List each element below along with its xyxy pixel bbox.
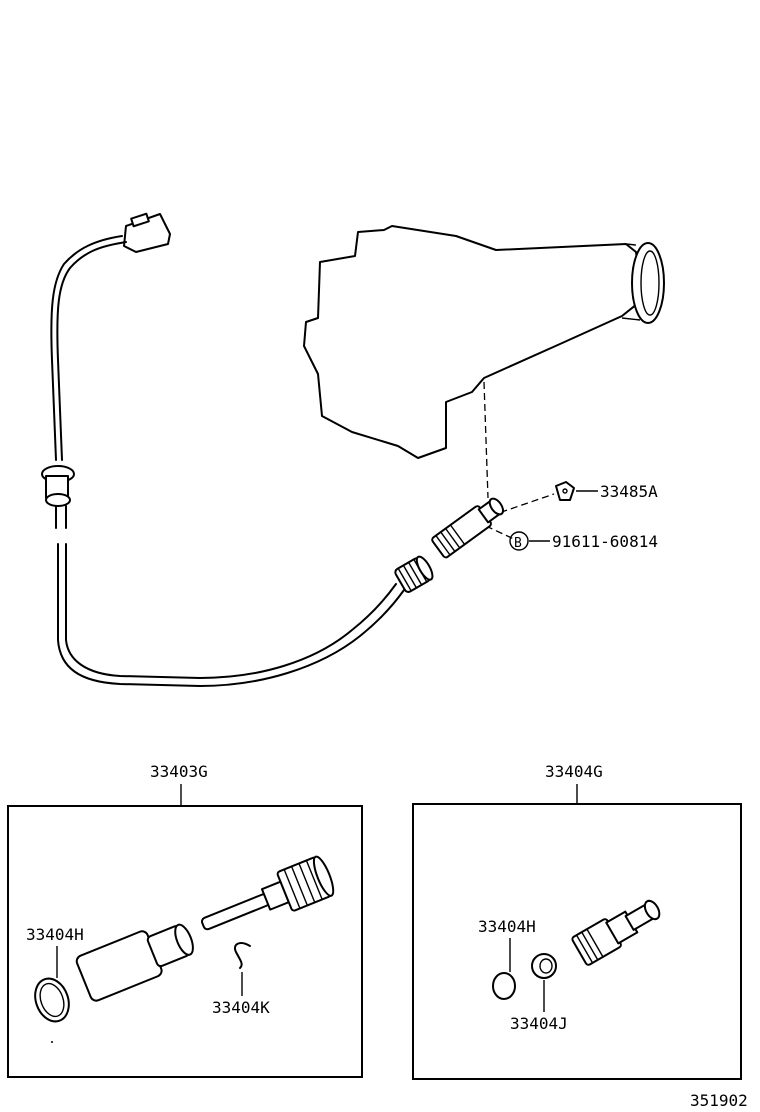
clip-33404K [234,942,251,969]
sleeve-body [75,923,194,1002]
callout-91611-60814: B 91611-60814 [509,531,658,551]
group-left-part-2: 33404K [212,998,270,1017]
driven-gear-sleeve [431,497,505,559]
o-ring-33404H [34,977,70,1023]
group-right: 33404G 33404H 33404J [412,762,742,1080]
group-right-box [412,803,742,1080]
o-ring-33404H-right [492,972,516,1000]
transmission-housing [303,225,665,459]
group-left-part-1: 33404H [26,925,84,944]
group-left: 33403G 33404H 33404K [7,762,363,1078]
group-right-part-2: 33404J [510,1014,568,1033]
driven-gear-shaft [200,855,335,931]
group-left-number: 33403G [150,762,208,781]
sleeve-assembly [571,899,661,966]
lock-plate-part [555,481,575,501]
group-right-part-1: 33404H [478,917,536,936]
callout-91611-60814-label: 91611-60814 [552,532,658,551]
callout-33485A: 33485A [576,482,658,501]
illustration-number: 351902 [690,1091,748,1110]
group-right-number: 33404G [545,762,603,781]
group-left-box [7,805,363,1078]
speed-sensor-wire [41,212,434,687]
bolt-symbol: B [514,536,522,551]
callout-33485A-label: 33485A [600,482,658,501]
